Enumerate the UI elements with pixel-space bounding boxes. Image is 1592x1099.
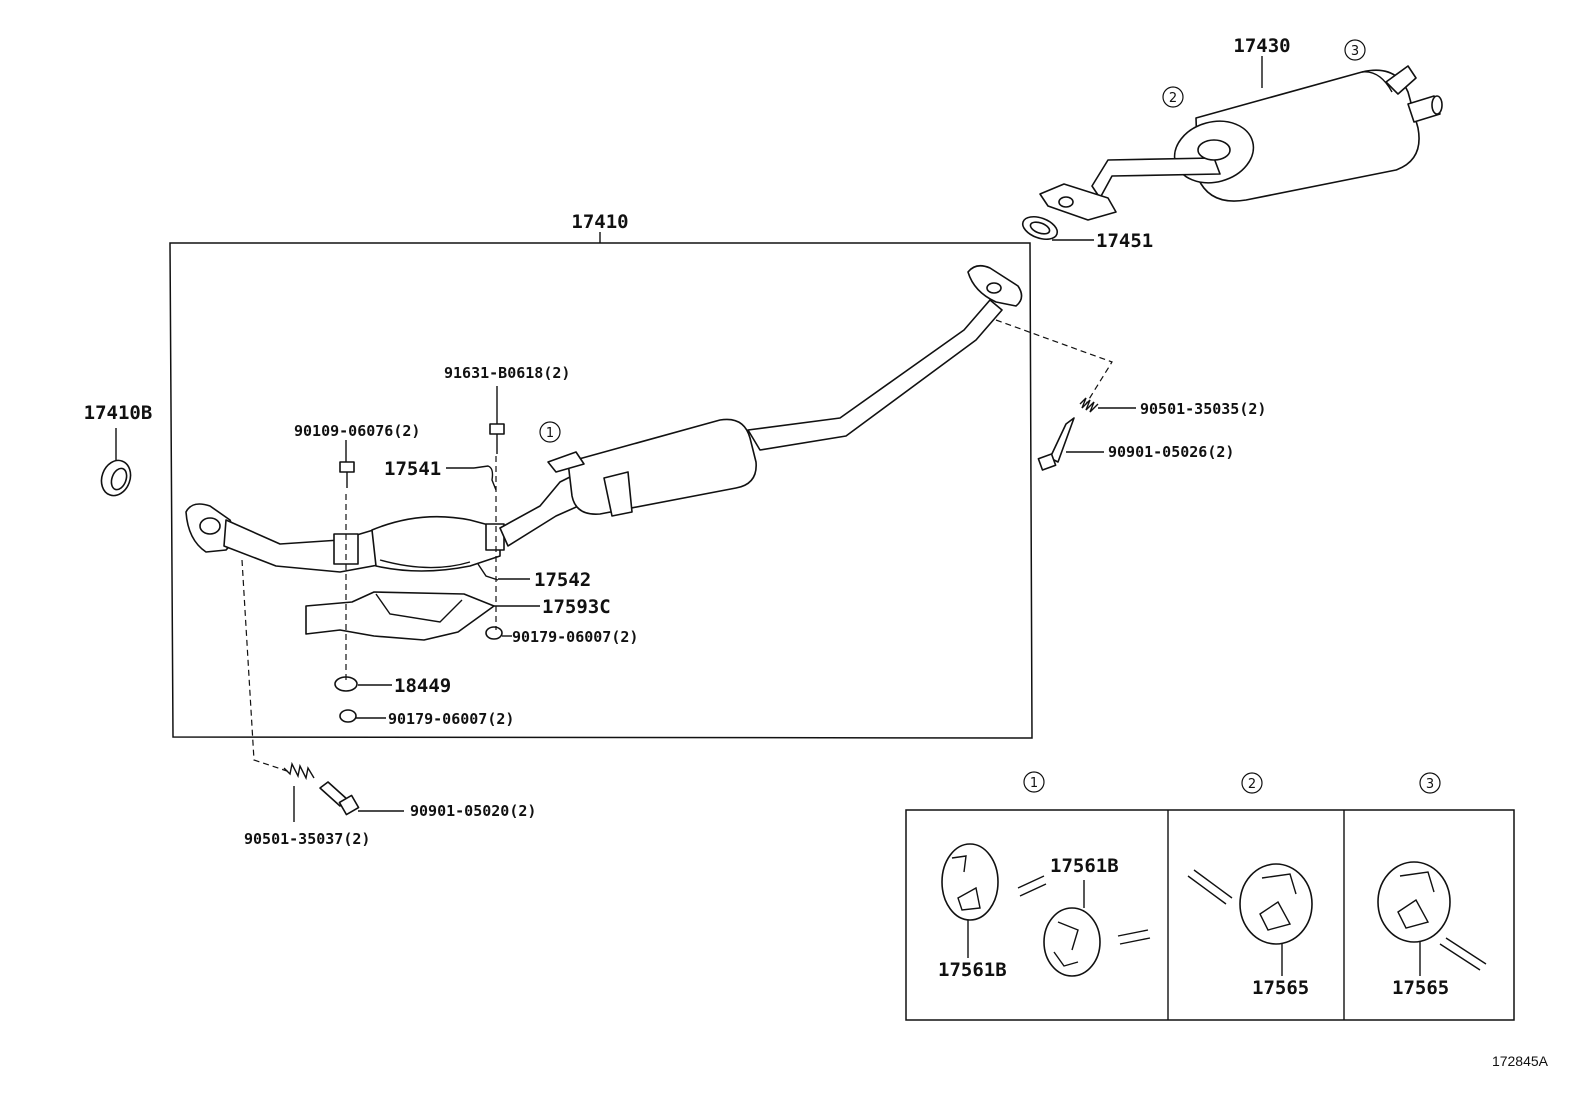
ref-circle-1-panel: 1 [1023,771,1045,793]
nut-90179-upper[interactable] [485,626,503,640]
label-18449: 18449 [394,675,451,697]
label-17430: 17430 [1233,35,1290,57]
label-17593C: 17593C [542,596,611,618]
label-17565-panel2: 17565 [1252,977,1309,999]
label-90501-35035: 90501-35035(2) [1140,400,1266,418]
ref-circle-1-main: 1 [539,421,561,443]
hanger-17565-panel3[interactable] [1377,861,1451,943]
assembly-box-17410 [169,242,1033,739]
ref-circle-3-panel: 3 [1419,772,1441,794]
svg-text:1: 1 [546,426,554,441]
hanger-17565-panel2[interactable] [1239,863,1313,945]
front-pipe-assembly[interactable] [185,264,1023,573]
bolt-90901-05026[interactable] [1037,417,1075,471]
spring-90501-35035[interactable] [1079,397,1099,413]
label-17561B-upper: 17561B [1050,855,1119,877]
heat-insulator-17593C[interactable] [305,591,495,641]
label-90179-06007-upper: 90179-06007(2) [512,628,638,646]
ref-circle-3-muffler: 3 [1344,39,1366,61]
label-17410B: 17410B [84,402,153,424]
svg-text:2: 2 [1169,91,1177,106]
label-90901-05020: 90901-05020(2) [410,802,536,820]
label-91631-B0618: 91631-B0618(2) [444,364,570,382]
svg-text:3: 3 [1351,44,1359,59]
muffler-17430[interactable] [1039,65,1443,221]
label-17541: 17541 [384,458,441,480]
label-17565-panel3: 17565 [1392,977,1449,999]
bolt-91631[interactable] [489,423,505,454]
ref-circle-2-muffler: 2 [1162,86,1184,108]
svg-text:3: 3 [1426,777,1434,792]
label-90109-06076: 90109-06076(2) [294,422,420,440]
hanger-17561B-left[interactable] [941,843,999,921]
gasket-17451[interactable] [1020,212,1061,243]
label-17451: 17451 [1096,230,1153,252]
clamp-17542[interactable] [477,563,499,581]
svg-text:2: 2 [1248,777,1256,792]
label-17410: 17410 [571,211,628,233]
label-90501-35037: 90501-35037(2) [244,830,370,848]
bolt-90901-05020[interactable] [319,781,360,816]
bolt-90109[interactable] [339,461,355,488]
label-90901-05026: 90901-05026(2) [1108,443,1234,461]
nut-90179-lower[interactable] [339,709,357,723]
gasket-ring-17410B[interactable] [97,456,136,499]
hanger-17561B-right[interactable] [1043,907,1101,977]
figure-code: 172845A [1492,1053,1549,1069]
svg-text:1: 1 [1030,776,1038,791]
label-17561B-lower: 17561B [938,959,1007,981]
hanger-detail-panels [905,809,1515,1021]
label-90179-06007-lower: 90179-06007(2) [388,710,514,728]
clamp-17541[interactable] [473,465,497,491]
ref-circle-2-panel: 2 [1241,772,1263,794]
label-17542: 17542 [534,569,591,591]
spring-90501-35037[interactable] [283,761,315,781]
